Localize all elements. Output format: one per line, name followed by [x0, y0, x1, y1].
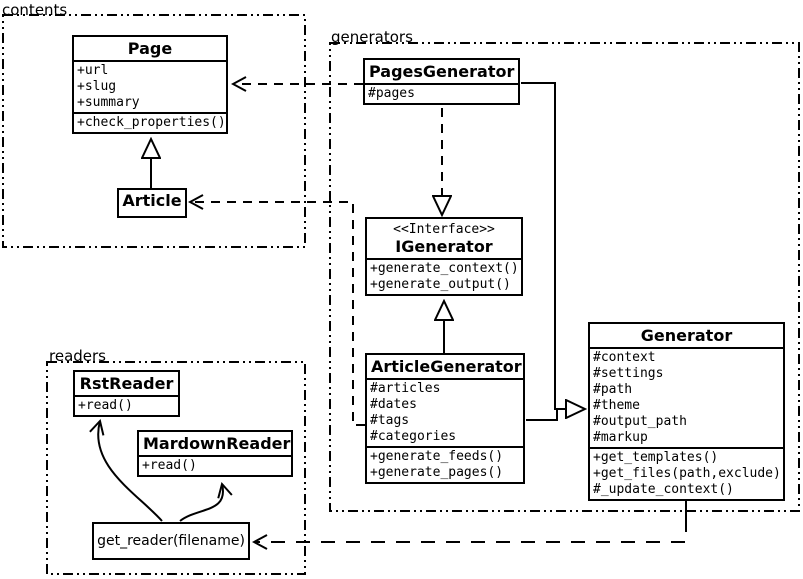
class-mardownreader: MardownReader +read(): [137, 430, 293, 477]
class-page-methods: +check_properties(): [74, 112, 226, 132]
class-article: Article: [117, 188, 187, 218]
generators-package-border: [329, 42, 800, 512]
readers-package-border: [46, 361, 306, 575]
getreader-to-mardownreader-arrow: [179, 484, 223, 522]
class-mardownreader-methods: +read(): [139, 455, 291, 475]
attribute: #dates: [370, 397, 417, 412]
attribute: +summary: [77, 95, 140, 110]
method: +read(): [78, 398, 133, 413]
class-page-attributes: +url +slug +summary: [74, 60, 226, 112]
class-pagesgenerator-attributes: #pages: [365, 83, 518, 103]
class-rstreader-title: RstReader: [79, 374, 174, 393]
method: #_update_context(): [593, 482, 734, 497]
attribute: #categories: [370, 429, 457, 444]
method: +generate_feeds(): [370, 449, 504, 464]
class-igenerator: <<Interface>> IGenerator +generate_conte…: [365, 217, 523, 296]
class-articlegenerator-methods: +generate_feeds() +generate_pages(): [367, 446, 523, 482]
get-reader-box: get_reader(filename): [92, 522, 250, 560]
class-mardownreader-title: MardownReader: [143, 434, 291, 453]
method: +generate_pages(): [370, 465, 504, 480]
class-articlegenerator-attributes: #articles #dates #tags #categories: [367, 378, 523, 446]
class-articlegenerator: ArticleGenerator #articles #dates #tags …: [365, 353, 525, 484]
class-generator-title: Generator: [640, 326, 733, 345]
get-reader-label: get_reader(filename): [97, 533, 245, 549]
articlegenerator-to-article-dependency-arrow: [190, 202, 365, 426]
attribute: +slug: [77, 79, 117, 94]
generators-package-label: generators: [331, 28, 413, 46]
class-rstreader: RstReader +read(): [73, 370, 180, 417]
class-igenerator-methods: +generate_context() +generate_output(): [367, 258, 521, 294]
attribute: #settings: [593, 366, 664, 381]
class-article-title: Article: [122, 191, 182, 210]
class-page: Page +url +slug +summary +check_properti…: [72, 35, 228, 134]
method: +read(): [142, 458, 197, 473]
attribute: +url: [77, 63, 109, 78]
class-pagesgenerator-title: PagesGenerator: [369, 62, 515, 81]
class-generator-attributes: #context #settings #path #theme #output_…: [590, 347, 783, 447]
class-igenerator-title: IGenerator: [395, 237, 493, 256]
pagesgenerator-to-generator-inheritance-arrow: [521, 82, 585, 409]
method: +get_files(path,exclude): [593, 466, 781, 481]
articlegenerator-to-generator-inheritance-branch: [526, 409, 558, 421]
attribute: #articles: [370, 381, 441, 396]
class-generator: Generator #context #settings #path #them…: [588, 322, 785, 501]
class-rstreader-methods: +read(): [75, 395, 178, 415]
attribute: #output_path: [593, 414, 687, 429]
class-page-title: Page: [127, 39, 173, 58]
method: +get_templates(): [593, 450, 719, 465]
class-pagesgenerator: PagesGenerator #pages: [363, 58, 520, 105]
method: +generate_context(): [370, 261, 519, 276]
class-igenerator-stereotype: <<Interface>>: [393, 222, 495, 237]
attribute: #path: [593, 382, 633, 397]
contents-package-border: [2, 14, 306, 248]
attribute: #markup: [593, 430, 648, 445]
generator-to-getreader-dependency-arrow: [254, 518, 687, 542]
getreader-to-rstreader-arrow: [98, 421, 163, 522]
attribute: #pages: [368, 86, 415, 101]
method: +generate_output(): [370, 277, 511, 292]
attribute: #theme: [593, 398, 640, 413]
readers-package-label: readers: [49, 347, 106, 365]
attribute: #context: [593, 350, 656, 365]
class-generator-methods: +get_templates() +get_files(path,exclude…: [590, 447, 783, 499]
contents-package-label: contents: [2, 1, 68, 19]
class-articlegenerator-title: ArticleGenerator: [371, 357, 522, 376]
attribute: #tags: [370, 413, 410, 428]
method: +check_properties(): [77, 115, 226, 130]
